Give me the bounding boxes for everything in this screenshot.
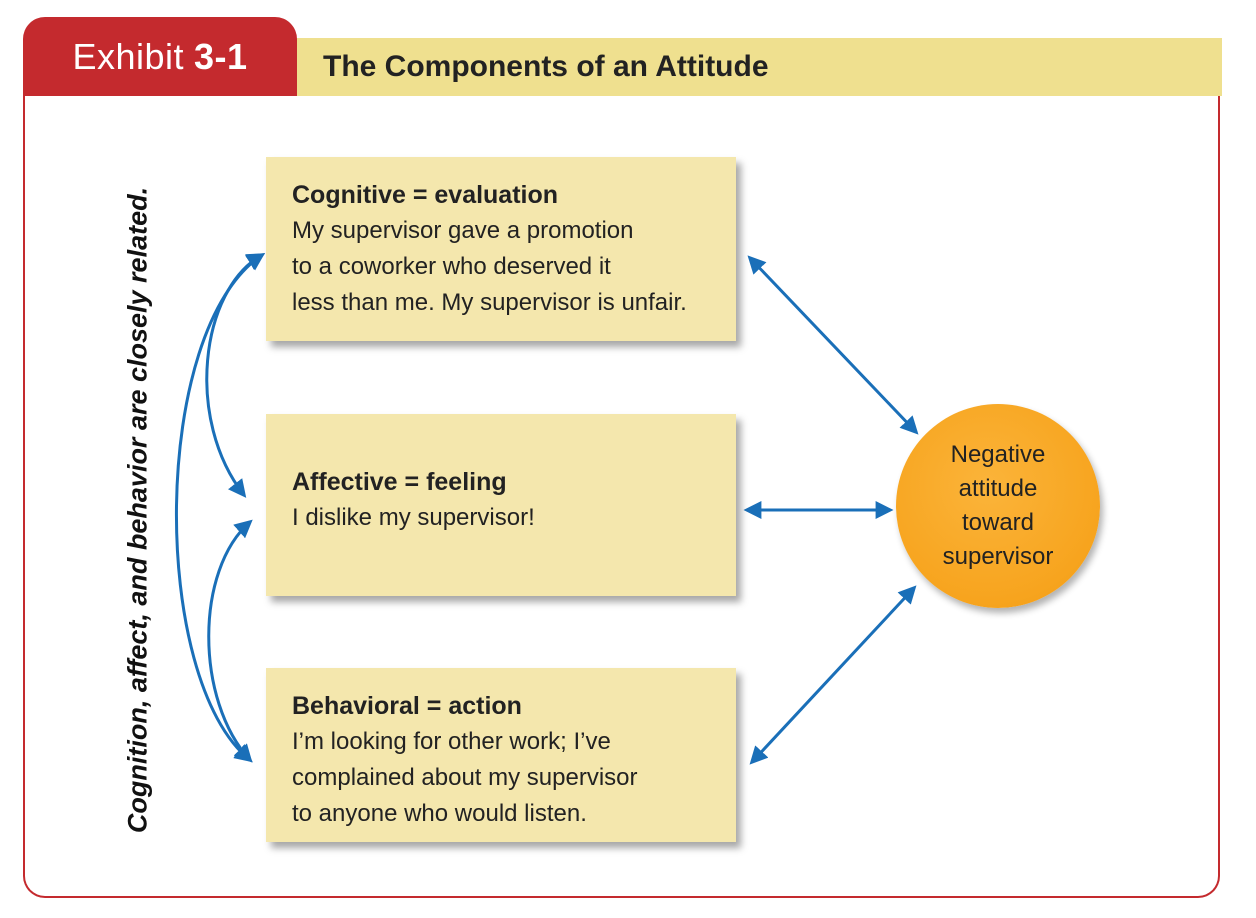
cognitive-heading: Cognitive = evaluation [292,181,559,209]
behavioral-box: Behavioral = action I’m looking for othe… [266,668,736,842]
affective-box: Affective = feeling I dislike my supervi… [266,414,736,596]
arrow-affective-behavioral [207,519,253,763]
outcome-line-3: toward [961,509,1035,536]
affective-line-1: I dislike my supervisor! [292,504,535,531]
exhibit-tab: Exhibit 3-1 [23,17,297,96]
cognitive-line-3: less than me. My supervisor is unfair. [292,289,687,316]
behavioral-line-3: to anyone who would listen. [292,800,587,827]
behavioral-heading: Behavioral = action [292,692,522,720]
page-title: The Components of an Attitude [323,50,769,83]
outcome-line-1: Negative [950,441,1046,468]
outcome-line-4: supervisor [942,543,1054,570]
cognitive-box: Cognitive = evaluation My supervisor gav… [266,157,736,341]
cognitive-line-1: My supervisor gave a promotion [292,217,634,244]
title-band: The Components of an Attitude [297,38,1222,96]
outcome-circle: Negative attitude toward supervisor [896,404,1100,608]
arrow-cognitive-outcome [747,255,919,435]
cognitive-line-2: to a coworker who deserved it [292,253,611,280]
exhibit-number: 3-1 [194,35,248,77]
affective-heading: Affective = feeling [292,468,507,496]
exhibit-frame [23,94,1220,898]
behavioral-line-2: complained about my supervisor [292,764,638,791]
arrow-behavioral-outcome [749,585,917,765]
exhibit-label: Exhibit [72,35,185,77]
arrow-cognitive-affective [205,253,266,498]
behavioral-line-1: I’m looking for other work; I’ve [292,728,611,755]
arrow-cognitive-behavioral [174,252,265,763]
outcome-line-2: attitude [958,475,1038,502]
